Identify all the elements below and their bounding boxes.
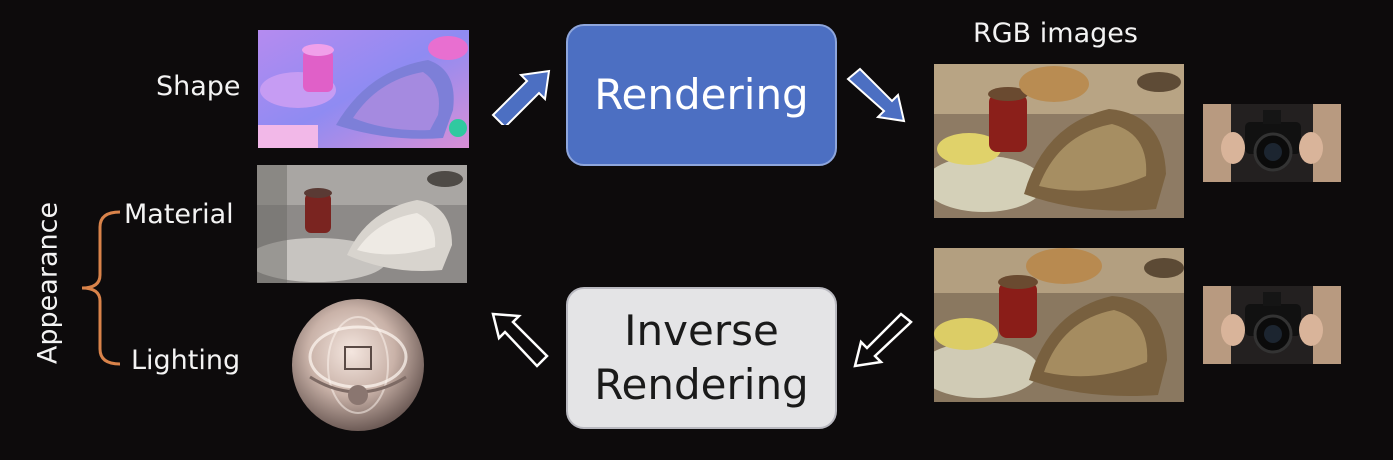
arrow-shape-to-rendering-icon (491, 69, 551, 125)
arrow-rendering-to-rgb-icon (846, 67, 906, 123)
camera-photo-bottom (1203, 286, 1341, 364)
lighting-label: Lighting (131, 345, 241, 376)
rgb-photo-bottom (934, 248, 1184, 402)
arrow-rgb-to-inverse-icon (853, 312, 913, 368)
lighting-environment-sphere (290, 297, 426, 433)
shape-label: Shape (156, 71, 241, 102)
inverse-rendering-box: Inverse Rendering (566, 287, 837, 429)
material-label: Material (124, 199, 234, 230)
rendering-box-label: Rendering (594, 70, 809, 120)
rgb-images-label: RGB images (973, 18, 1138, 49)
inverse-box-label-line1: Inverse (624, 306, 779, 356)
arrow-inverse-to-lighting-icon (491, 312, 549, 368)
material-albedo-image (257, 165, 467, 283)
rgb-photo-top (934, 64, 1184, 218)
appearance-bracket (81, 210, 121, 366)
rendering-box: Rendering (566, 24, 837, 166)
appearance-label: Appearance (32, 201, 64, 365)
inverse-box-label-line2: Rendering (594, 360, 809, 409)
camera-photo-top (1203, 104, 1341, 182)
shape-normal-map-image (258, 30, 469, 148)
